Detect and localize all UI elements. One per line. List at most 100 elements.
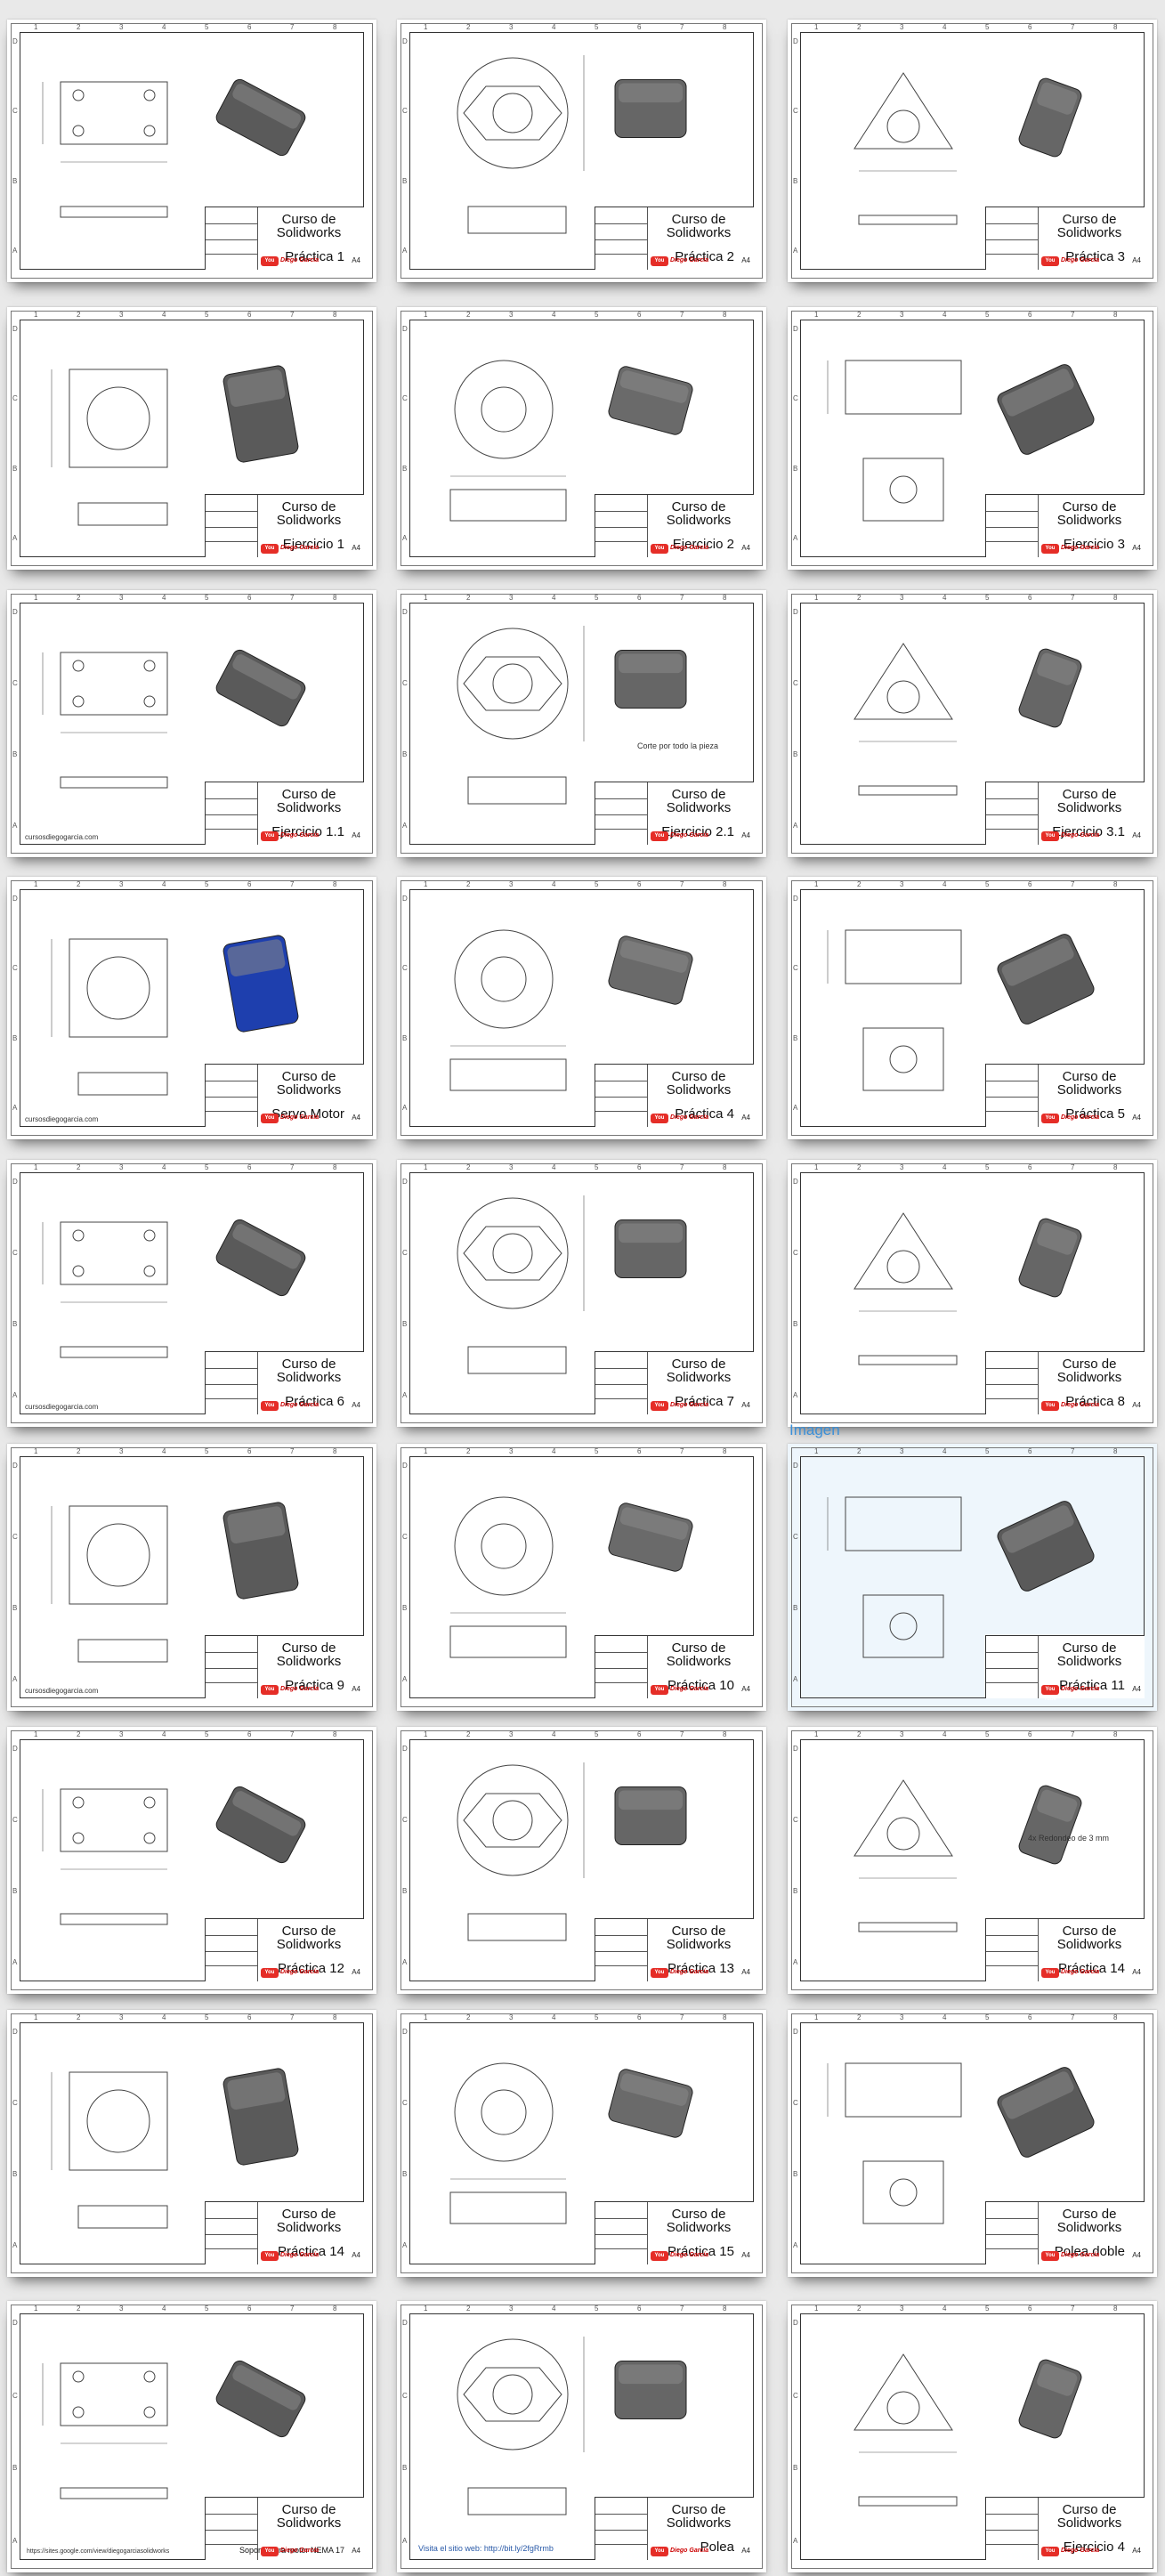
technical-drawing (457, 626, 687, 805)
zone-marker: 6 (637, 311, 642, 319)
technical-drawing (827, 929, 1095, 1091)
zone-marker: C (793, 2391, 798, 2400)
zone-marker: 3 (900, 594, 904, 602)
isometric-part (1018, 1218, 1082, 1298)
title-block-rule (206, 1384, 257, 1385)
zone-marker: C (793, 679, 798, 687)
zone-marker: B (402, 2464, 408, 2473)
channel-name: Diego García (1061, 1402, 1100, 1408)
zone-marker: B (402, 1887, 408, 1895)
zone-marker: 6 (637, 2013, 642, 2021)
zone-marker: 5 (205, 2013, 209, 2021)
zone-marker: A (12, 1958, 18, 1966)
title-block-rule (206, 1682, 257, 1683)
course-label: Curso de Solidworks (1056, 1069, 1122, 1098)
title-block-divider (1038, 1065, 1039, 1127)
title-block-rule (986, 254, 1038, 255)
youtube-badge: You Tube (261, 1114, 279, 1130)
title-block-rule (595, 1682, 647, 1683)
sheet-size: A4 (1132, 2547, 1141, 2555)
zone-marker: 6 (247, 1447, 252, 1455)
title-block-rule (986, 2544, 1038, 2545)
zone-marker: 3 (900, 1447, 904, 1455)
zone-marker: D (12, 1462, 18, 1470)
zone-marker: A (402, 1391, 408, 1399)
zone-marker: 3 (119, 2013, 124, 2021)
nema-footer[interactable]: https://sites.google.com/view/diegogarci… (27, 2548, 170, 2555)
zone-marker: 3 (509, 1447, 514, 1455)
youtube-badge: You Tube (1041, 256, 1059, 273)
sheet-outer-border (791, 1447, 1153, 1707)
zone-marker: 5 (985, 594, 990, 602)
channel-name: Diego García (670, 832, 709, 838)
web-footer[interactable]: Visita el sitio web: http://bit.ly/2fgRr… (418, 2544, 554, 2553)
zone-marker: 5 (205, 311, 209, 319)
title-block-divider (1038, 1919, 1039, 1981)
zone-marker: 7 (680, 2013, 684, 2021)
channel-name: Diego García (670, 1969, 709, 1975)
zone-marker: 8 (1113, 1730, 1118, 1738)
sheet-outer-border (400, 2305, 763, 2569)
zone-marker: 8 (333, 2305, 337, 2313)
title-block-rule (206, 1368, 257, 1369)
zone-marker: C (402, 1533, 408, 1541)
youtube-badge: You Tube (651, 1114, 668, 1130)
zone-marker: 1 (424, 1730, 428, 1738)
